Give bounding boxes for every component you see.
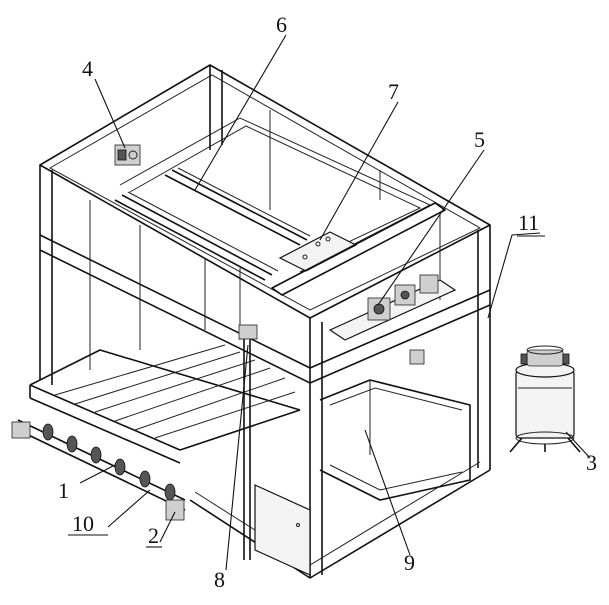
- label-1: 1: [58, 478, 69, 503]
- label-4: 4: [82, 56, 93, 81]
- cabinet-door: [254, 484, 311, 576]
- roller-conveyor: [11, 344, 301, 521]
- drive-assembly-5: [328, 274, 457, 365]
- motor-4: [114, 144, 141, 166]
- vertical-rod-8: [238, 324, 258, 560]
- label-3: 3: [586, 450, 597, 475]
- label-2: 2: [148, 523, 159, 548]
- label-9: 9: [404, 550, 415, 575]
- label-11: 11: [518, 210, 539, 235]
- top-linear-guide: [114, 167, 446, 296]
- label-6: 6: [276, 12, 287, 37]
- callout-labels: 4 6 7 5 11 3 1 10 2 8 9: [58, 12, 597, 592]
- leader-lines: [68, 34, 591, 571]
- label-7: 7: [388, 79, 399, 104]
- tank-3: [509, 345, 581, 453]
- label-5: 5: [474, 127, 485, 152]
- label-10: 10: [72, 511, 94, 536]
- label-8: 8: [214, 567, 225, 592]
